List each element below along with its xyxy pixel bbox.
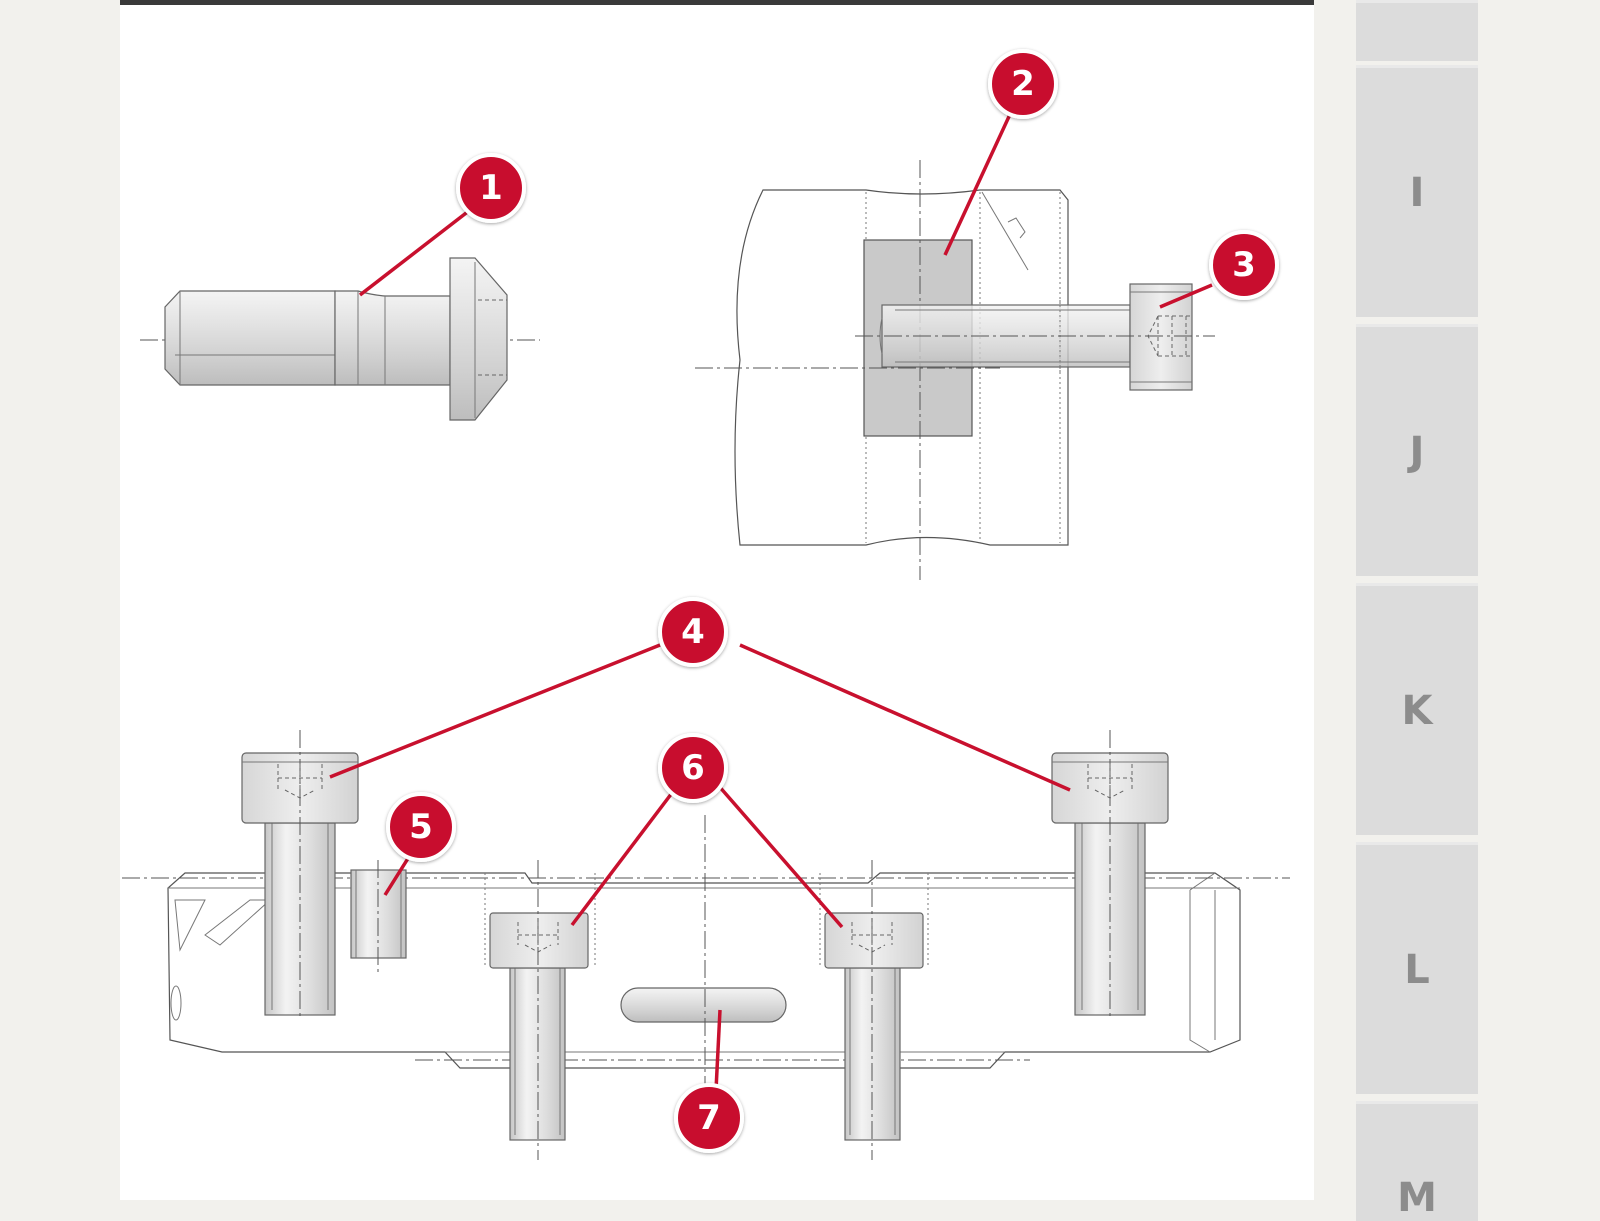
- callout-3-label: 3: [1232, 245, 1256, 285]
- callout-7[interactable]: 7: [674, 1083, 744, 1153]
- index-tab-partial[interactable]: [1356, 0, 1478, 61]
- callout-2-label: 2: [1011, 64, 1035, 104]
- callout-1-label: 1: [479, 168, 503, 208]
- block-key-screw-drawing: [695, 160, 1215, 580]
- callout-5-label: 5: [409, 807, 433, 847]
- callout-5[interactable]: 5: [386, 792, 456, 862]
- callout-6-label: 6: [681, 748, 705, 788]
- index-tab-i[interactable]: I: [1356, 65, 1478, 317]
- callout-2[interactable]: 2: [988, 49, 1058, 119]
- index-tab-l[interactable]: L: [1356, 842, 1478, 1094]
- index-tab-k[interactable]: K: [1356, 583, 1478, 835]
- callout-6[interactable]: 6: [658, 733, 728, 803]
- leader-lines: [329, 109, 1213, 1091]
- callout-7-label: 7: [697, 1098, 721, 1138]
- callout-3[interactable]: 3: [1209, 230, 1279, 300]
- callout-4[interactable]: 4: [658, 597, 728, 667]
- t-bolt-drawing: [140, 257, 540, 421]
- index-tab-j[interactable]: J: [1356, 324, 1478, 576]
- callout-4-label: 4: [681, 612, 705, 652]
- top-rule: [120, 0, 1314, 5]
- callout-1[interactable]: 1: [456, 153, 526, 223]
